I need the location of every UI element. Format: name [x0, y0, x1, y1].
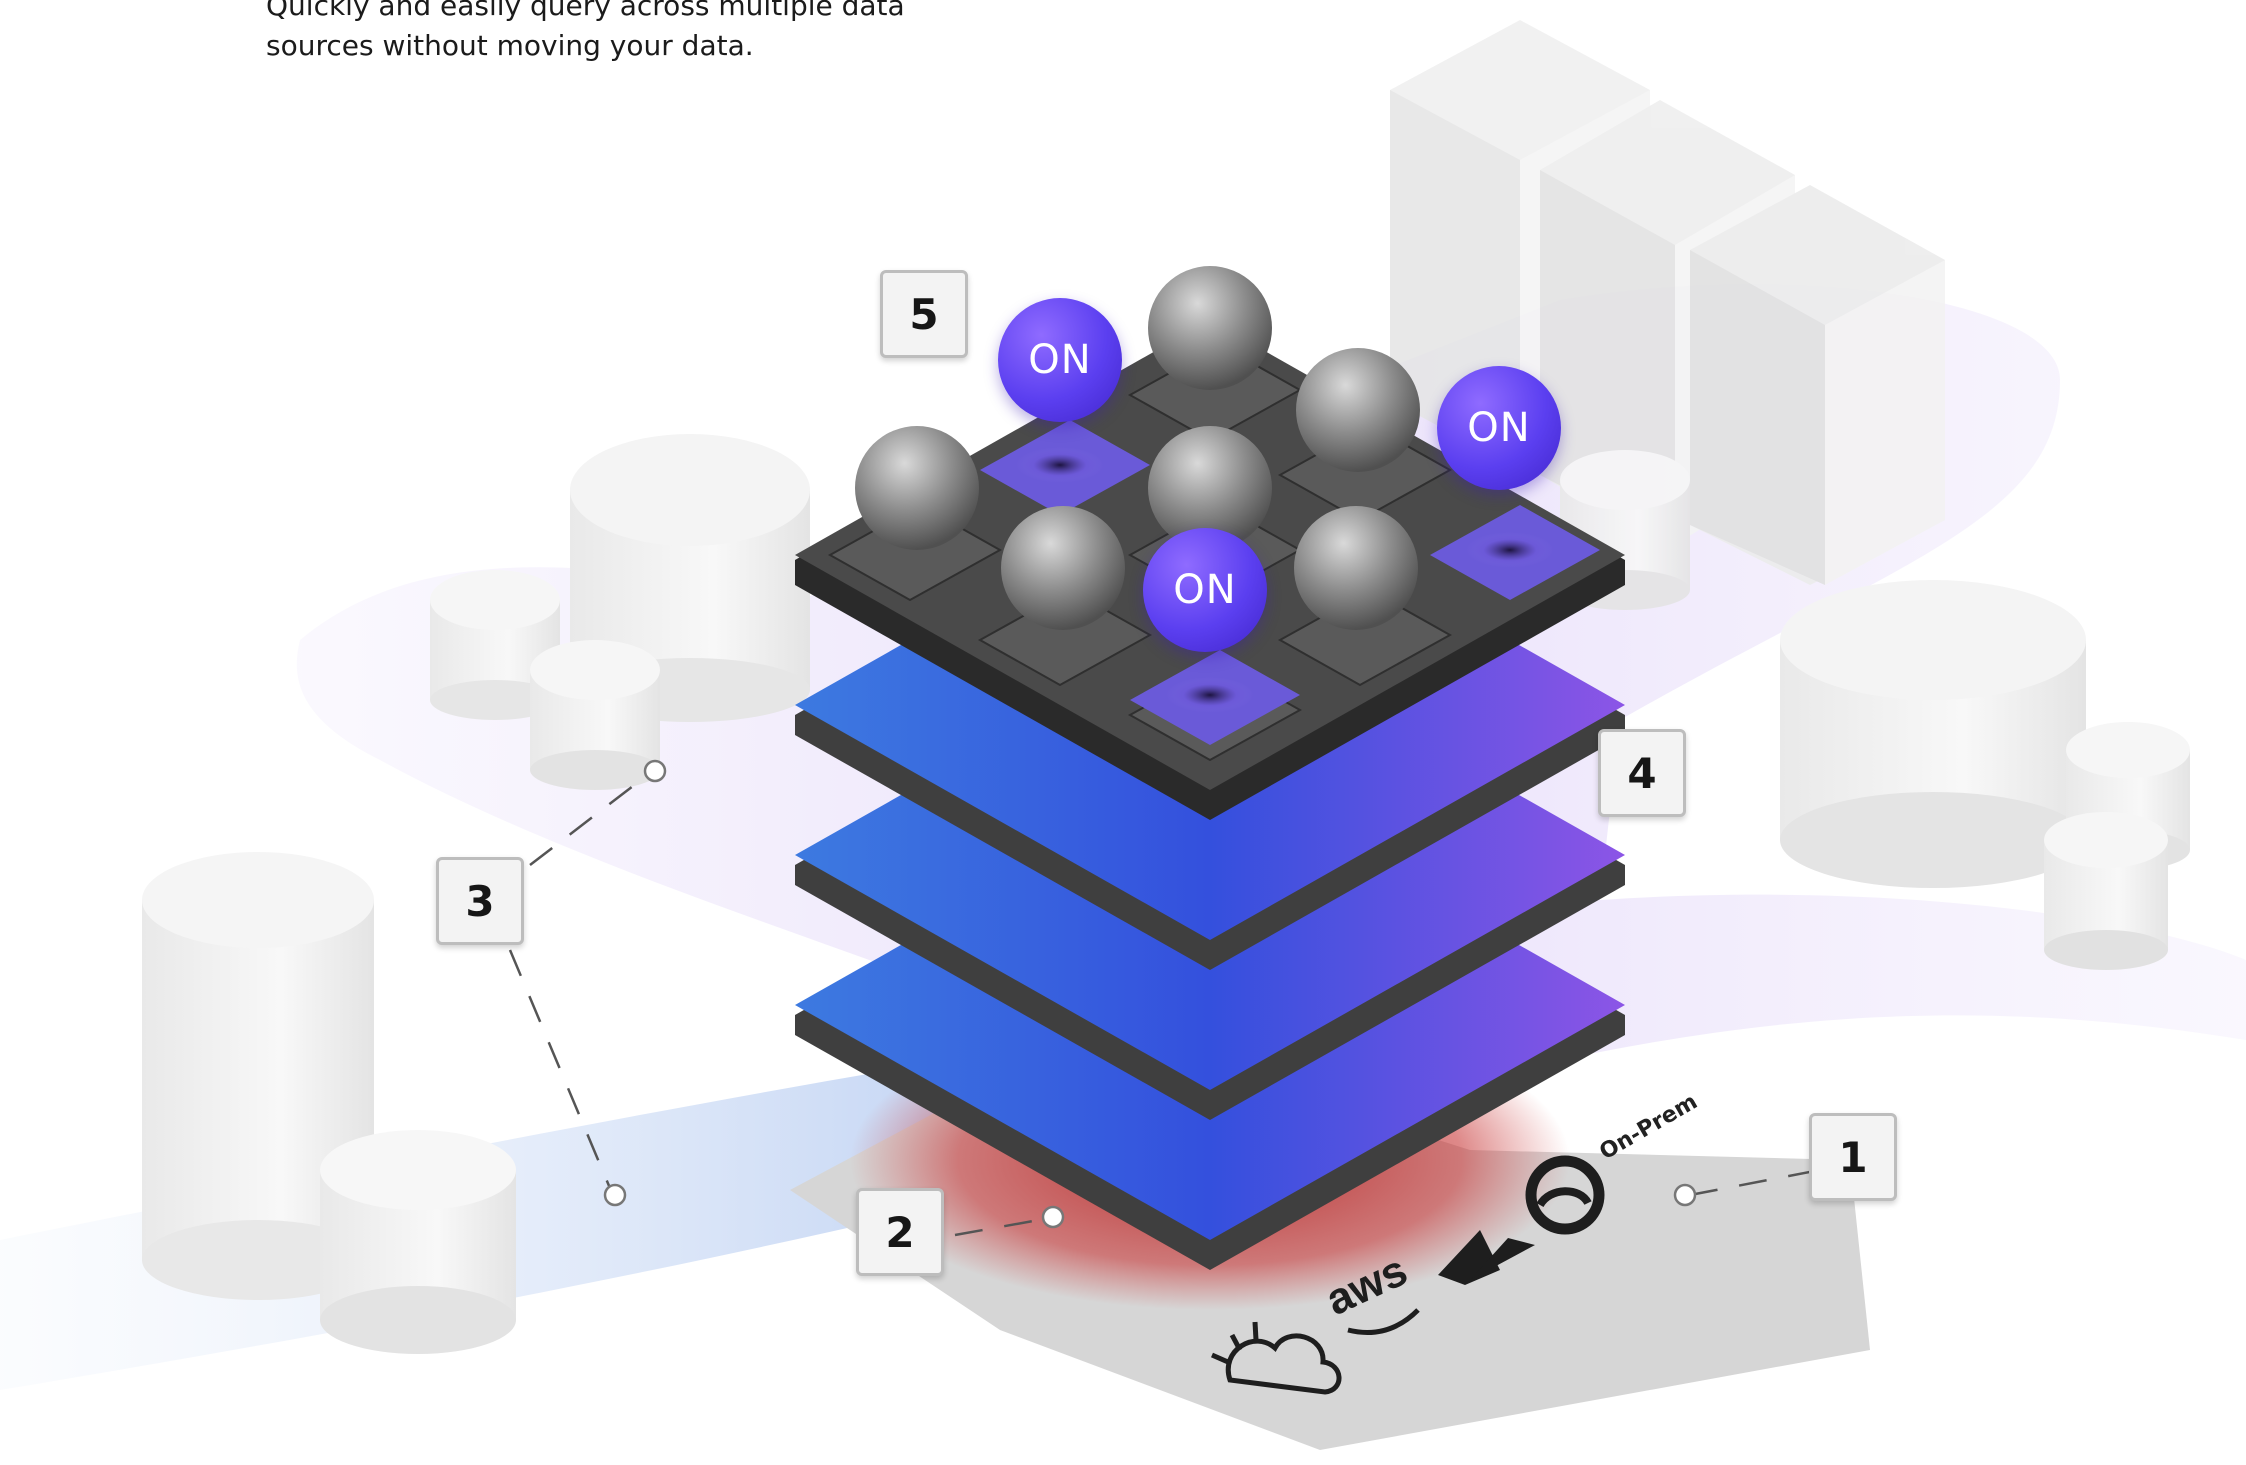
on-badge-2: ON [1437, 366, 1561, 490]
on-badge-1: ON [998, 298, 1122, 422]
on-badge-3: ON [1143, 528, 1267, 652]
database-cylinder-cluster-right [1780, 580, 2190, 970]
intro-text: Quickly and easily query across multiple… [266, 0, 905, 62]
database-cylinder-cluster-left-bottom [142, 852, 516, 1354]
callout-connectors [508, 772, 1821, 1237]
hybrid-cloud-icon [1525, 1155, 1605, 1235]
callout-5: 5 [880, 270, 968, 358]
connector-2 [954, 1216, 1051, 1237]
provider-logos: aws [1210, 1155, 1605, 1395]
connector-3b-dot [603, 1183, 627, 1207]
server-blocks-right [1390, 20, 1945, 610]
callout-1: 1 [1809, 1113, 1897, 1201]
connector-3a-dot [643, 759, 667, 783]
azure-logo [1438, 1230, 1535, 1285]
callout-3: 3 [436, 857, 524, 945]
connector-1-dot [1673, 1183, 1697, 1207]
connector-1 [1689, 1168, 1821, 1197]
connector-3b [508, 949, 614, 1194]
database-cylinder-cluster-left-top [430, 434, 810, 790]
ibm-cloud-icon [1210, 1321, 1342, 1395]
callout-2: 2 [856, 1188, 944, 1276]
compute-spheres [855, 266, 1420, 630]
callout-4: 4 [1598, 729, 1686, 817]
connector-2-dot [1041, 1205, 1065, 1229]
on-prem-label: On-Prem [1596, 1089, 1702, 1165]
connector-3a [529, 772, 651, 866]
